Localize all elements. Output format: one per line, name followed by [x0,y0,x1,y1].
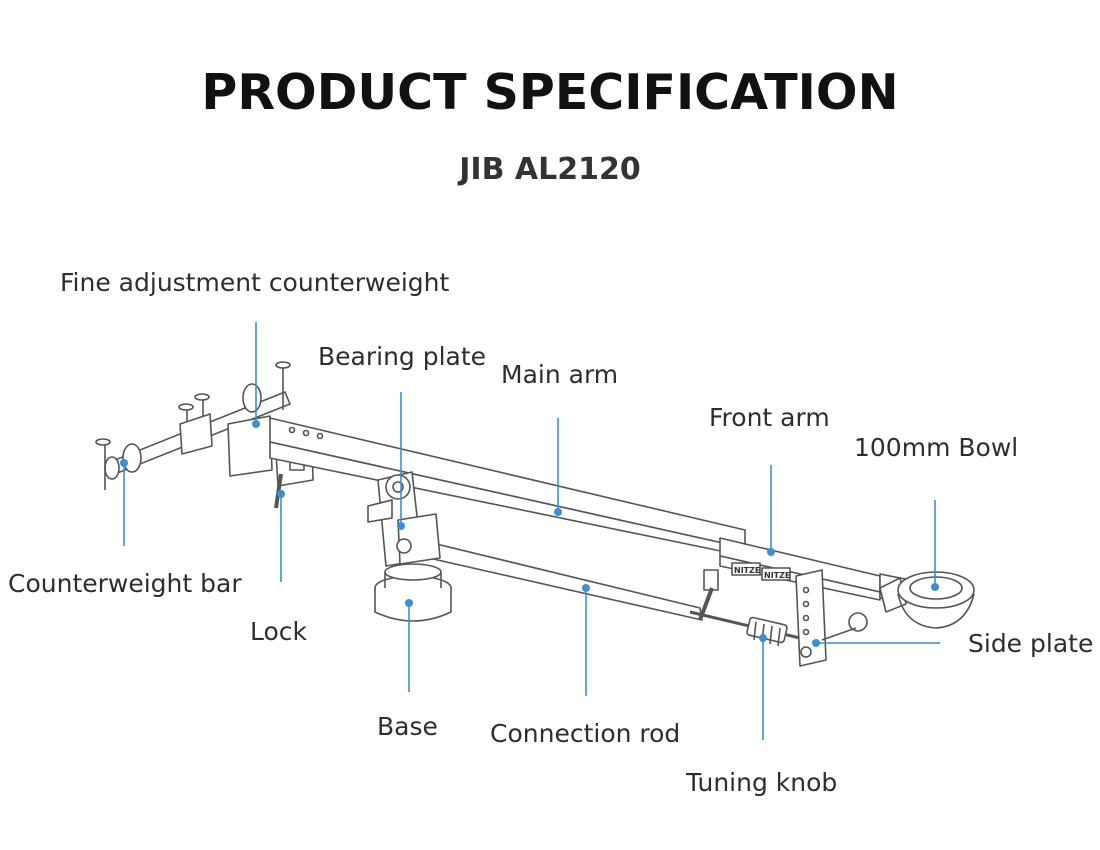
bowl-drawing [879,571,975,629]
label-100mm-bowl: 100mm Bowl [854,433,1019,462]
model-name: JIB AL2120 [459,152,641,187]
callout-bowl [931,500,939,591]
callout-fine-adjustment [252,322,260,428]
connection-rod-drawing [414,539,703,621]
callout-lock [277,490,285,582]
label-lock: Lock [250,617,308,646]
callout-connection-rod [582,584,590,696]
label-base: Base [377,712,438,741]
label-front-arm: Front arm [709,403,830,432]
label-main-arm: Main arm [501,360,619,389]
label-side-plate: Side plate [968,629,1094,658]
callout-base [405,599,413,692]
label-counterweight-bar: Counterweight bar [8,569,242,598]
callout-tuning-knob [759,634,767,740]
brand-mark: NITZE [764,571,790,580]
callout-main-arm [554,418,562,516]
callout-counterweight-bar [120,459,128,546]
jib-illustration: NITZE NITZE [95,361,975,667]
main-arm-drawing [269,417,746,557]
callout-side-plate [812,639,940,647]
label-bearing-plate: Bearing plate [318,342,487,371]
base-drawing [367,471,452,622]
counterweight-bar-drawing [95,361,291,490]
callout-front-arm [767,465,775,556]
tuning-knob-drawing [689,569,801,647]
label-tuning-knob: Tuning knob [686,768,838,797]
brand-mark: NITZE [734,566,760,575]
label-connection-rod: Connection rod [490,719,681,748]
callout-lines [120,322,940,740]
page-title: PRODUCT SPECIFICATION [201,64,899,121]
label-fine-adjustment-counterweight: Fine adjustment counterweight [60,268,450,297]
callout-bearing-plate [397,392,405,530]
